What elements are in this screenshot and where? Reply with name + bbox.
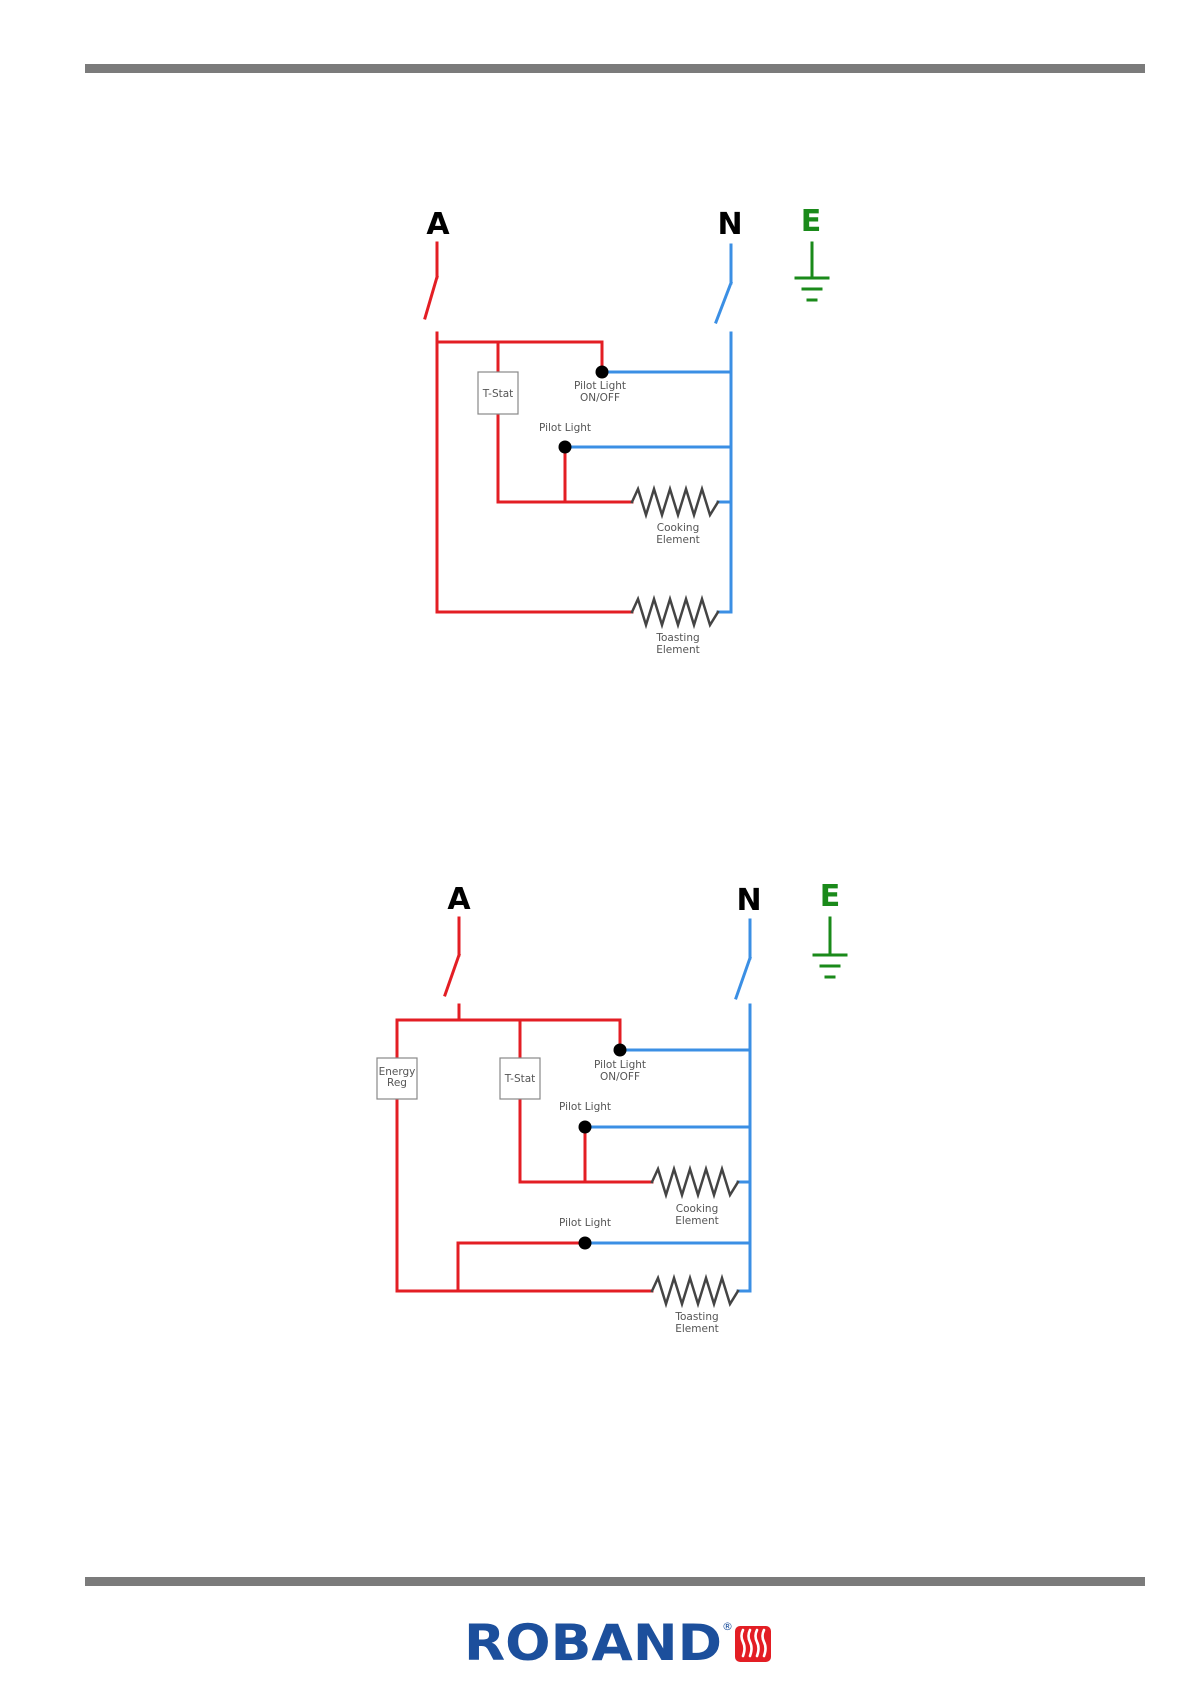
active-wiring-1 bbox=[425, 243, 632, 612]
pilot-onoff-label-2: Pilot Light bbox=[594, 1059, 646, 1071]
toasting-element-label-2b: Element bbox=[675, 1323, 718, 1335]
energy-reg-label-2b: Reg bbox=[387, 1077, 407, 1089]
terminal-n-2: N bbox=[736, 883, 761, 918]
pilot-light-onoff-1 bbox=[596, 366, 609, 379]
tstat-label-2: T-Stat bbox=[504, 1073, 536, 1085]
pilot-light-onoff-2 bbox=[614, 1044, 627, 1057]
pilot-light-label-2a: Pilot Light bbox=[559, 1101, 611, 1113]
roband-logo: ROBAND ® bbox=[464, 1600, 784, 1680]
header-rule bbox=[85, 64, 1145, 73]
terminal-a-1: A bbox=[426, 207, 450, 242]
footer-rule bbox=[85, 1577, 1145, 1586]
active-wiring-2 bbox=[397, 918, 652, 1291]
earth-symbol-1 bbox=[796, 243, 828, 300]
pilot-light-2a bbox=[579, 1121, 592, 1134]
toasting-element-2 bbox=[652, 1278, 738, 1304]
pilot-light-2b bbox=[579, 1237, 592, 1250]
pilot-onoff-label-2b: ON/OFF bbox=[600, 1071, 640, 1083]
toasting-element-label-1: Toasting bbox=[655, 632, 699, 644]
cooking-element-label-2b: Element bbox=[675, 1215, 718, 1227]
earth-symbol-2 bbox=[814, 918, 846, 977]
wiring-diagram-1: T-Stat A N E Pilot Light ON/OFF Pilot Li… bbox=[0, 180, 1192, 670]
logo-registered-mark: ® bbox=[722, 1620, 733, 1633]
toasting-element-1 bbox=[632, 599, 718, 625]
pilot-onoff-label-1: Pilot Light bbox=[574, 380, 626, 392]
terminal-n-1: N bbox=[717, 207, 742, 242]
cooking-element-label-1: Cooking bbox=[657, 522, 700, 534]
terminal-e-1: E bbox=[801, 204, 822, 239]
terminal-a-2: A bbox=[447, 882, 471, 917]
cooking-element-label-1b: Element bbox=[656, 534, 699, 546]
pilot-onoff-label-1b: ON/OFF bbox=[580, 392, 620, 404]
cooking-element-1 bbox=[632, 489, 718, 515]
tstat-label-1: T-Stat bbox=[482, 388, 514, 400]
terminal-e-2: E bbox=[820, 879, 841, 914]
pilot-light-label-2b: Pilot Light bbox=[559, 1217, 611, 1229]
pilot-light-label-1: Pilot Light bbox=[539, 422, 591, 434]
toasting-element-label-1b: Element bbox=[656, 644, 699, 656]
wiring-diagram-2: Energy Reg T-Stat A N E Pilot Light ON/O… bbox=[0, 860, 1192, 1340]
logo-wordmark: ROBAND bbox=[464, 1614, 722, 1672]
logo-heater-icon bbox=[735, 1626, 771, 1662]
cooking-element-2 bbox=[652, 1169, 738, 1195]
toasting-element-label-2: Toasting bbox=[674, 1311, 718, 1323]
cooking-element-label-2: Cooking bbox=[676, 1203, 719, 1215]
pilot-light-1 bbox=[559, 441, 572, 454]
